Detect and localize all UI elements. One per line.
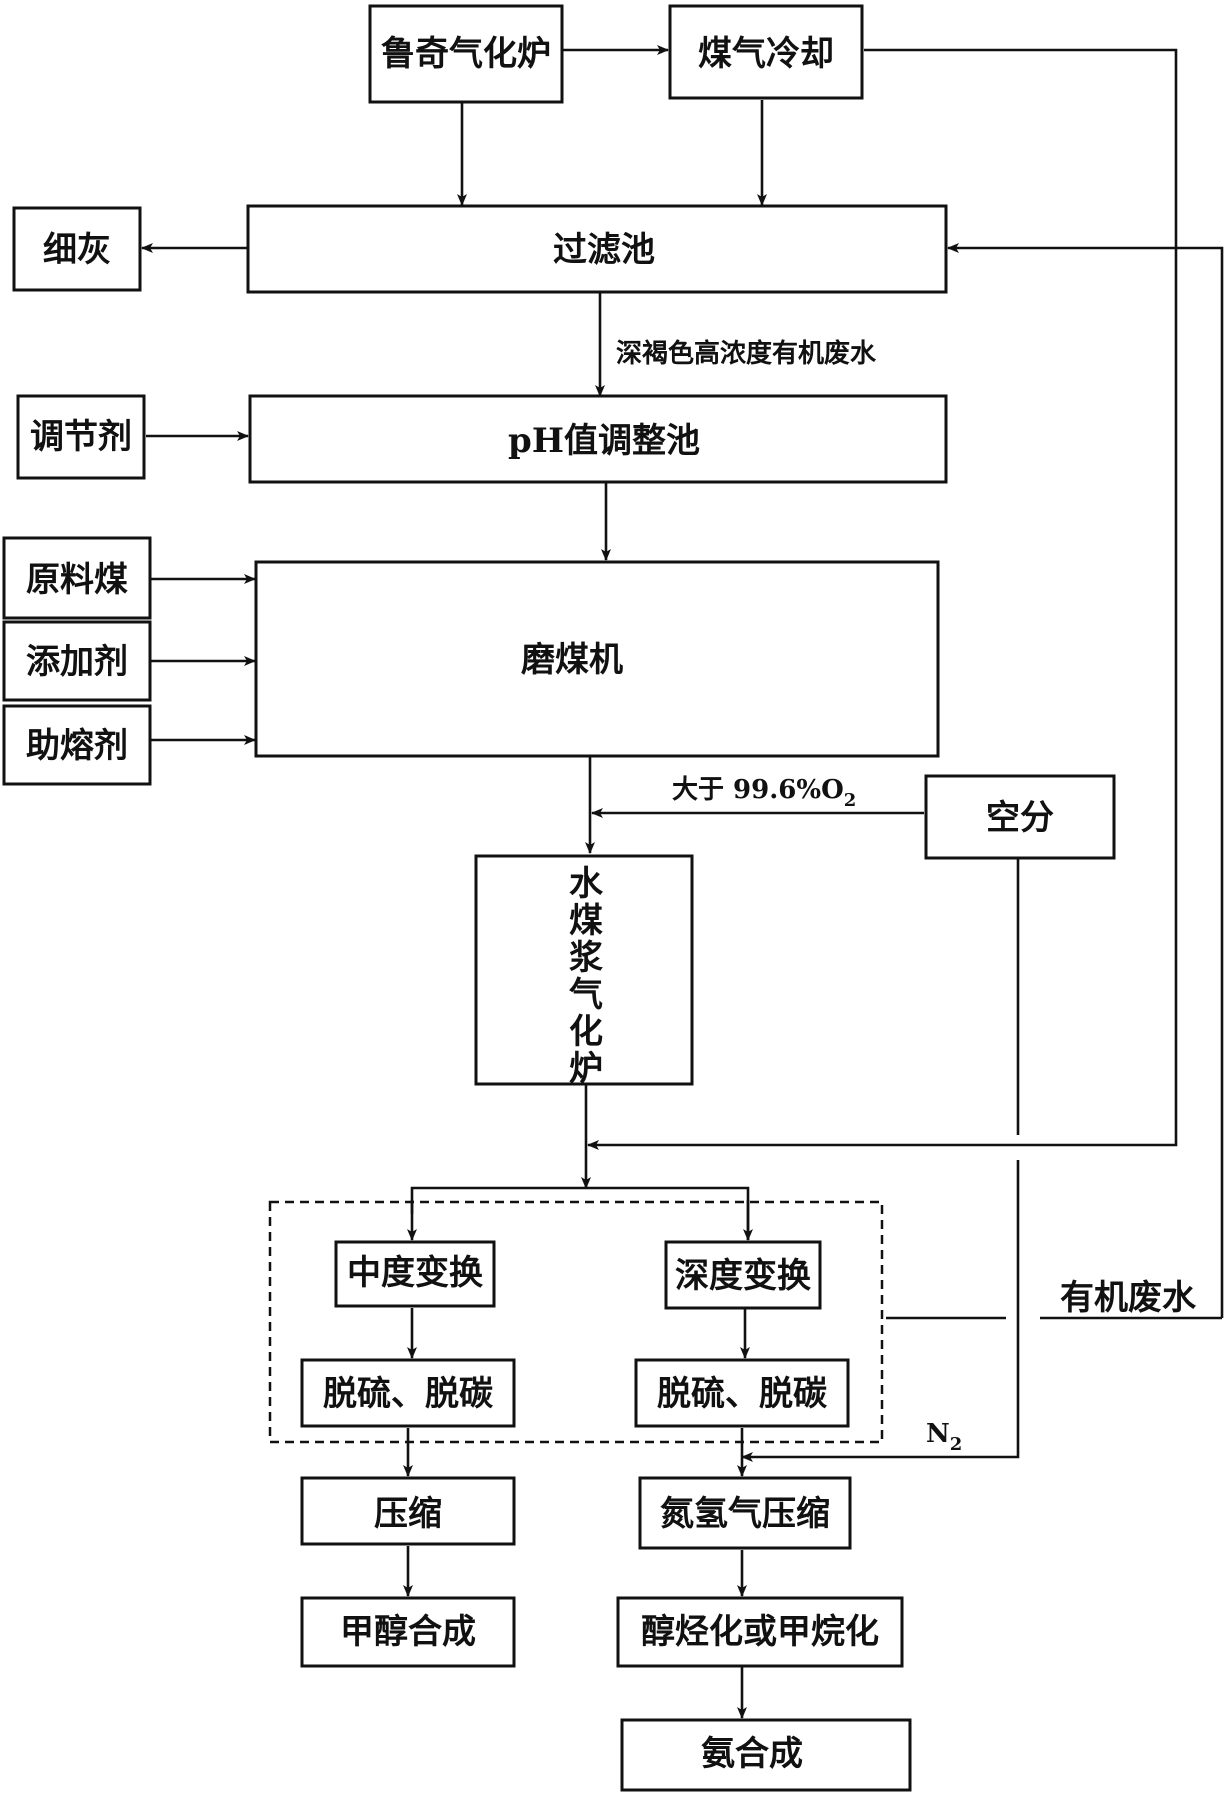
- raw-coal-node: 原料煤: [2, 536, 152, 620]
- nh-compression-label: 氮氢气压缩: [660, 1494, 830, 1534]
- fine-ash-label: 细灰: [43, 230, 111, 270]
- cws-gasifier-char: 煤: [569, 901, 603, 941]
- cws-gasifier-char: 化: [569, 1012, 603, 1052]
- deep-shift-node: 深度变换: [664, 1240, 822, 1310]
- fluxing-agent-label: 助熔剂: [26, 726, 128, 766]
- additive-label: 添加剂: [26, 642, 128, 682]
- edge-wastewater-to-filter: [947, 243, 1224, 1318]
- methanol-synthesis-label: 甲醇合成: [340, 1612, 476, 1652]
- ammonia-synthesis-label: 氨合成: [701, 1734, 803, 1774]
- air-separation-node: 空分: [924, 774, 1116, 860]
- nitrogen-label-sub: 2: [950, 1434, 963, 1455]
- desulf-right-node: 脱硫、脱碳: [634, 1358, 850, 1428]
- oxygen-label-sub: 2: [844, 790, 857, 811]
- desulf-left-node: 脱硫、脱碳: [300, 1358, 516, 1428]
- ammonia-synthesis-node: 氨合成: [620, 1718, 912, 1792]
- gas-cooling-label: 煤气冷却: [698, 34, 834, 74]
- edge-cooling-to-merge: [587, 48, 1178, 1150]
- shift-purification-group: [268, 1200, 884, 1444]
- fluxing-agent-node: 助熔剂: [2, 704, 152, 786]
- gas-cooling-node: 煤气冷却: [668, 4, 864, 100]
- methanol-synthesis-node: 甲醇合成: [300, 1596, 516, 1668]
- air-separation-label: 空分: [986, 798, 1054, 838]
- oxygen-label: 大于 99.6%O2: [672, 775, 856, 811]
- medium-shift-label: 中度变换: [347, 1253, 483, 1293]
- cws-gasifier-char: 水: [569, 864, 604, 904]
- fine-ash-node: 细灰: [12, 206, 142, 292]
- ph-tank-label: pH值调整池: [508, 421, 700, 461]
- additive-node: 添加剂: [2, 620, 152, 702]
- coal-mill-label: 磨煤机: [521, 640, 623, 680]
- connectors: [141, 45, 1224, 1719]
- nh-compression-node: 氮氢气压缩: [638, 1476, 852, 1550]
- ph-tank-node: pH值调整池: [248, 394, 948, 484]
- regulator-label: 调节剂: [30, 417, 132, 457]
- filter-tank-label: 过滤池: [553, 230, 655, 270]
- cws-gasifier-char: 浆: [569, 938, 603, 978]
- nitrogen-label-main: N: [926, 1419, 950, 1449]
- cws-gasifier-char: 炉: [569, 1049, 603, 1089]
- lurgi-gasifier-label: 鲁奇气化炉: [381, 34, 551, 74]
- regulator-node: 调节剂: [16, 394, 146, 480]
- dark-wastewater-label: 深褐色高浓度有机废水: [616, 338, 877, 369]
- desulf-left-label: 脱硫、脱碳: [323, 1374, 494, 1414]
- filter-tank-node: 过滤池: [246, 204, 948, 294]
- alcoholization-label: 醇烃化或甲烷化: [641, 1612, 879, 1652]
- edge-split-bar: [410, 1186, 750, 1240]
- nitrogen-label: N2: [926, 1419, 962, 1455]
- compression-node: 压缩: [300, 1476, 516, 1546]
- raw-coal-label: 原料煤: [26, 560, 128, 600]
- alcoholization-node: 醇烃化或甲烷化: [616, 1596, 904, 1668]
- deep-shift-label: 深度变换: [675, 1256, 811, 1296]
- medium-shift-node: 中度变换: [334, 1240, 496, 1308]
- coal-mill-node: 磨煤机: [254, 560, 940, 758]
- lurgi-gasifier-node: 鲁奇气化炉: [368, 4, 564, 104]
- edge-nitrogen-to-compression: [741, 1160, 1020, 1462]
- desulf-right-label: 脱硫、脱碳: [657, 1374, 828, 1414]
- compression-label: 压缩: [374, 1494, 442, 1534]
- oxygen-label-main: 大于 99.6%O: [672, 775, 844, 805]
- organic-wastewater-label: 有机废水: [1060, 1278, 1197, 1318]
- cws-gasifier-char: 气: [568, 975, 603, 1015]
